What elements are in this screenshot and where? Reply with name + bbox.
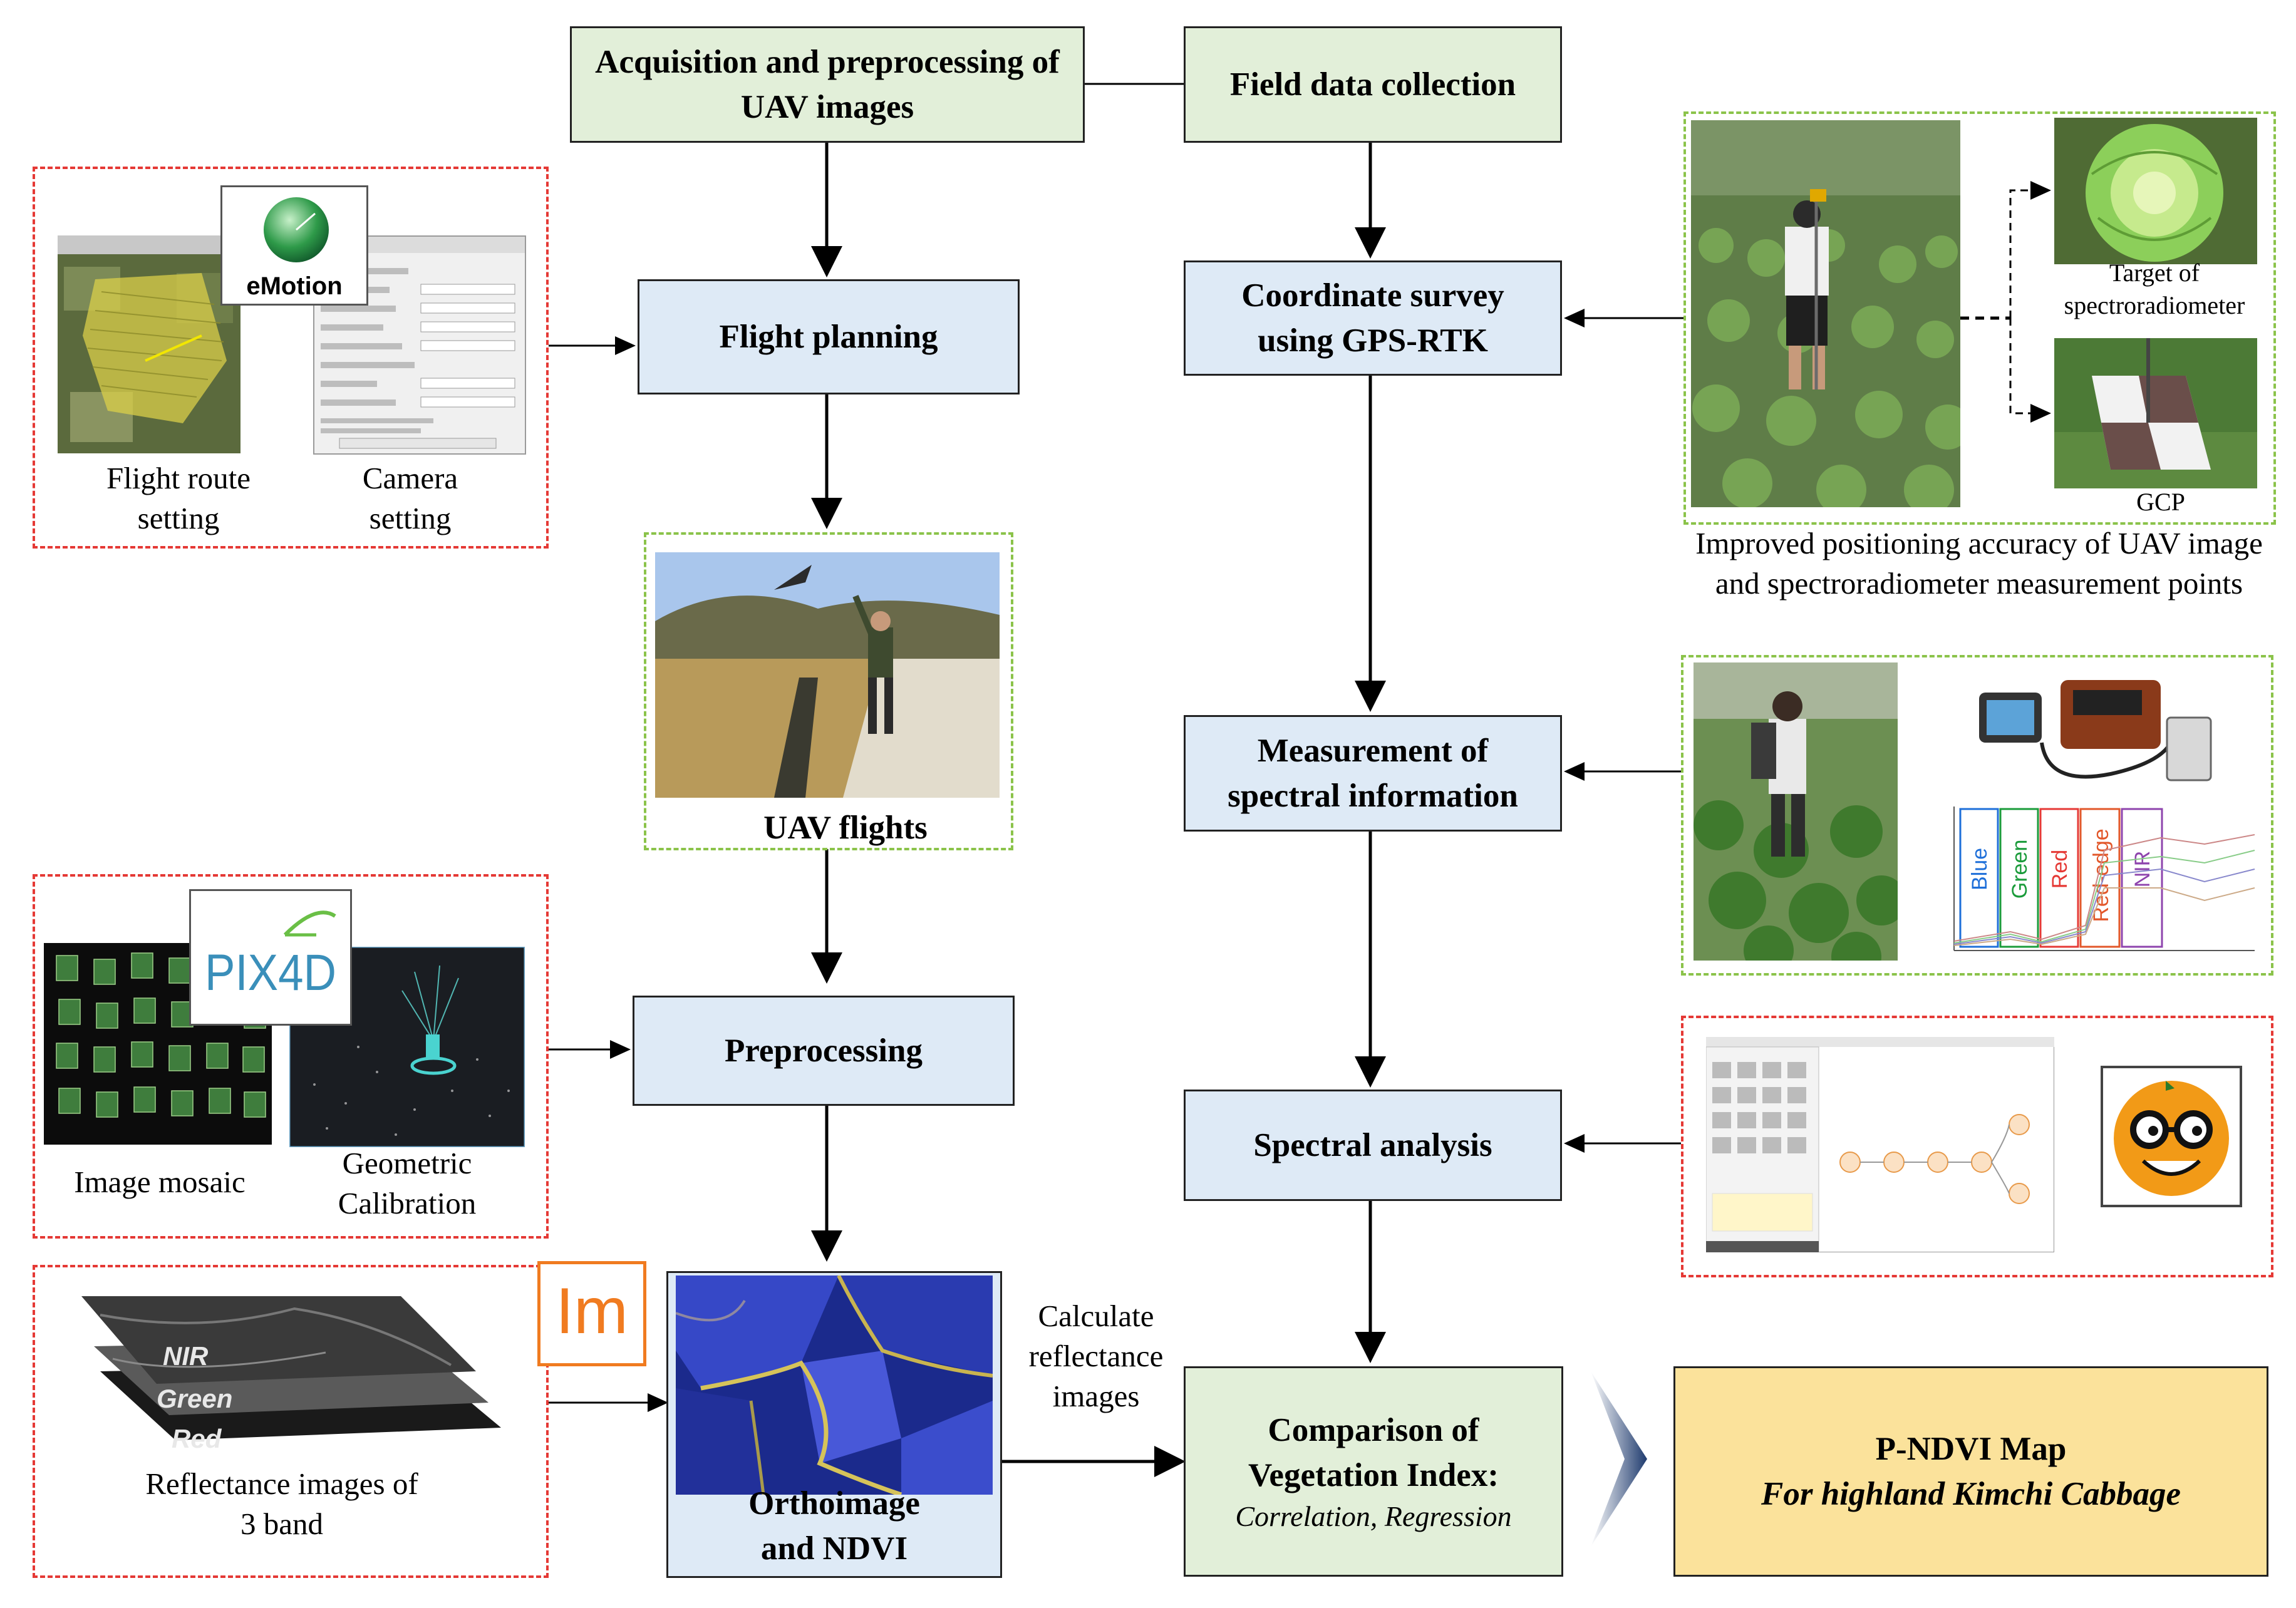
node-acquisition: Acquisition and preprocessing of UAV ima… bbox=[570, 26, 1085, 143]
caption-target: Target of spectroradiometer bbox=[2064, 259, 2245, 319]
node-field-data-label: Field data collection bbox=[1229, 66, 1516, 103]
panel-uav-flights bbox=[644, 532, 1013, 850]
band-label-red: Red bbox=[172, 1424, 222, 1453]
orange-logo-face bbox=[2114, 1081, 2229, 1196]
cabbage-target-photo bbox=[2054, 118, 2257, 264]
band-label-nir: NIR bbox=[163, 1341, 209, 1371]
node-acquisition-label: Acquisition and preprocessing of UAV ima… bbox=[595, 44, 1060, 125]
reflectance-band-stack: NIR Green Red bbox=[81, 1296, 501, 1453]
caption-gcp: GCP bbox=[2136, 488, 2185, 516]
orthoimage-picture bbox=[676, 1276, 993, 1495]
node-orthoimage-label: Orthoimage and NDVI bbox=[748, 1485, 920, 1567]
node-spectral-analysis: Spectral analysis bbox=[1184, 1090, 1562, 1201]
dashed-link-upper bbox=[2009, 181, 2051, 318]
node-spectral-analysis-label: Spectral analysis bbox=[1253, 1127, 1492, 1163]
caption-improved-accuracy: Improved positioning accuracy of UAV ima… bbox=[1695, 526, 2263, 600]
panel-reflectance-bands bbox=[33, 1265, 549, 1578]
panel-field-gps bbox=[1683, 111, 2276, 525]
panel-flight-planning-software bbox=[33, 167, 549, 549]
node-coordinate-survey-label: Coordinate survey using GPS-RTK bbox=[1241, 277, 1504, 359]
im-logo: Im bbox=[537, 1261, 646, 1366]
orange-software-window bbox=[1706, 1037, 2054, 1252]
node-preprocessing-label: Preprocessing bbox=[724, 1033, 923, 1069]
dashed-link-lower bbox=[2009, 318, 2051, 423]
orange-logo bbox=[2101, 1066, 2242, 1207]
pix4d-logo: PIX4D bbox=[189, 889, 352, 1026]
emotion-logo-icon bbox=[264, 197, 329, 262]
spectral-band-red: Red bbox=[2048, 850, 2072, 889]
node-comparison: Comparison of Vegetation Index: Correlat… bbox=[1184, 1366, 1563, 1577]
emotion-logo: eMotion bbox=[220, 185, 368, 306]
node-field-data: Field data collection bbox=[1184, 26, 1562, 143]
node-measurement: Measurement of spectral information bbox=[1184, 715, 1562, 832]
camera-settings-window bbox=[313, 235, 526, 455]
node-orthoimage: Orthoimage and NDVI bbox=[666, 1271, 1002, 1578]
caption-camera: Camera setting bbox=[362, 461, 458, 535]
big-chevron-arrow bbox=[1591, 1371, 1647, 1547]
node-pndvi-title: P-NDVI Map bbox=[1875, 1431, 2067, 1467]
panel-spectroradiometer bbox=[1681, 655, 2273, 976]
node-preprocessing: Preprocessing bbox=[633, 996, 1015, 1106]
spectral-band-green: Green bbox=[2008, 840, 2032, 899]
node-comparison-subtitle: Correlation, Regression bbox=[1235, 1500, 1512, 1532]
node-pndvi-map: P-NDVI Map For highland Kimchi Cabbage bbox=[1673, 1366, 2268, 1577]
spectral-measurement-photo bbox=[1694, 662, 1898, 961]
caption-calculate-reflectance: Calculate reflectance images bbox=[1028, 1299, 1164, 1413]
spectral-band-blue: Blue bbox=[1968, 848, 1992, 890]
caption-reflectance-images: Reflectance images of 3 band bbox=[145, 1466, 418, 1541]
spectral-band-nir: NIR bbox=[2131, 851, 2154, 888]
node-measurement-label: Measurement of spectral information bbox=[1228, 733, 1518, 814]
uav-launch-photo bbox=[655, 552, 1000, 798]
gps-survey-photo bbox=[1691, 120, 1960, 507]
node-flight-planning: Flight planning bbox=[638, 279, 1020, 394]
im-logo-text: Im bbox=[556, 1275, 628, 1348]
spectroradiometer-device bbox=[1979, 680, 2212, 781]
pix4d-logo-mark: PIX4D bbox=[205, 910, 336, 1001]
caption-image-mosaic: Image mosaic bbox=[74, 1165, 246, 1199]
caption-uav-flights: UAV flights bbox=[763, 810, 928, 846]
node-pndvi-subtitle: For highland Kimchi Cabbage bbox=[1761, 1476, 2181, 1512]
node-coordinate-survey: Coordinate survey using GPS-RTK bbox=[1184, 260, 1562, 376]
caption-geometric: Geometric Calibration bbox=[338, 1146, 477, 1220]
flight-route-map bbox=[58, 235, 240, 453]
spectral-bands-chart: Blue Green Red Red-edge NIR bbox=[1935, 800, 2261, 969]
caption-flight-route: Flight route setting bbox=[106, 461, 251, 535]
gcp-photo bbox=[2054, 338, 2257, 488]
pix4d-logo-text: PIX4D bbox=[205, 944, 336, 1001]
band-label-green: Green bbox=[157, 1384, 232, 1413]
panel-software-analysis bbox=[1681, 1016, 2273, 1277]
node-flight-planning-label: Flight planning bbox=[719, 319, 938, 355]
panel-preprocessing-software bbox=[33, 874, 549, 1239]
emotion-logo-text: eMotion bbox=[246, 272, 343, 300]
node-comparison-title: Comparison of Vegetation Index: bbox=[1248, 1412, 1499, 1493]
